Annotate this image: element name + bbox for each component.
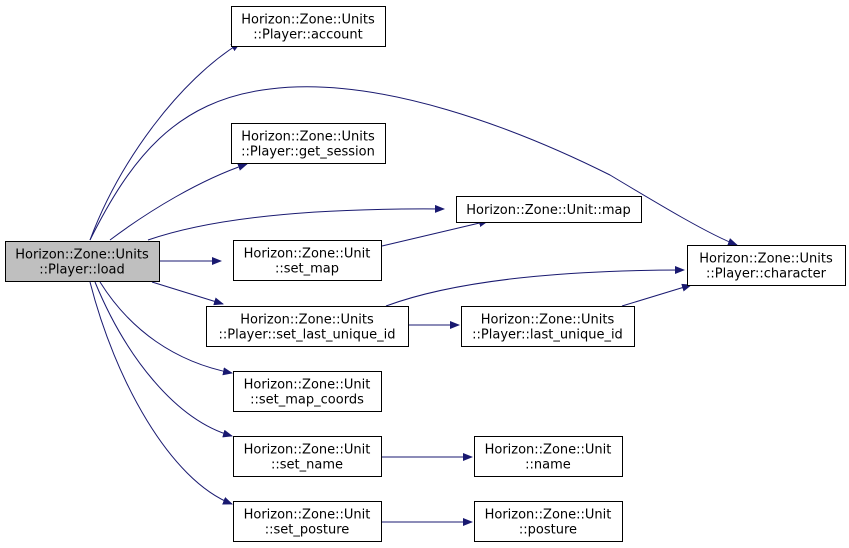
node-set-last-unique[interactable]: Horizon::Zone::Units::Player::set_last_u… xyxy=(206,306,409,347)
node-label-line: ::set_map xyxy=(275,262,339,277)
node-box xyxy=(206,306,409,347)
node-label-line: Horizon::Zone::Unit::map xyxy=(466,203,630,218)
node-box xyxy=(461,306,635,347)
node-label-line: Horizon::Zone::Unit xyxy=(485,508,612,523)
node-box xyxy=(456,196,642,223)
node-last-unique[interactable]: Horizon::Zone::Units::Player::last_uniqu… xyxy=(461,306,635,347)
node-character[interactable]: Horizon::Zone::Units::Player::character xyxy=(687,245,846,286)
node-label-line: Horizon::Zone::Units xyxy=(241,13,375,28)
node-label-line: Horizon::Zone::Unit xyxy=(244,443,371,458)
node-label-line: ::set_map_coords xyxy=(250,393,364,408)
node-get-session[interactable]: Horizon::Zone::Units::Player::get_sessio… xyxy=(231,123,386,164)
node-set-map[interactable]: Horizon::Zone::Unit::set_map xyxy=(233,240,382,281)
node-label-line: ::set_name xyxy=(271,458,343,473)
edge-set_last_unique-to-character xyxy=(385,266,685,307)
node-label-line: ::posture xyxy=(519,523,577,538)
edge-last_unique-to-character xyxy=(621,283,692,307)
node-label-line: Horizon::Zone::Units xyxy=(241,130,375,145)
node-label-line: ::Player::last_unique_id xyxy=(472,328,623,343)
node-posture[interactable]: Horizon::Zone::Unit::posture xyxy=(474,501,623,542)
node-label-line: Horizon::Zone::Unit xyxy=(244,508,371,523)
node-box xyxy=(233,436,382,477)
edge-load-to-character xyxy=(89,86,738,246)
node-set-posture[interactable]: Horizon::Zone::Unit::set_posture xyxy=(233,501,382,542)
edge-load-to-account xyxy=(89,42,241,241)
node-label-line: ::Player::load xyxy=(39,263,125,278)
node-layer: Horizon::Zone::Units::Player::loadHorizo… xyxy=(5,6,846,542)
node-label-line: ::Player::account xyxy=(253,28,363,43)
edge-load-to-get_session xyxy=(109,163,248,241)
edge-load-to-map xyxy=(147,204,445,241)
node-account[interactable]: Horizon::Zone::Units::Player::account xyxy=(231,6,386,47)
node-label-line: Horizon::Zone::Unit xyxy=(244,247,371,262)
node-label-line: ::Player::set_last_unique_id xyxy=(218,328,395,343)
node-load[interactable]: Horizon::Zone::Units::Player::load xyxy=(5,241,160,282)
node-label-line: Horizon::Zone::Units xyxy=(699,252,833,267)
node-set-name[interactable]: Horizon::Zone::Unit::set_name xyxy=(233,436,382,477)
node-label-line: Horizon::Zone::Units xyxy=(481,313,615,328)
node-label-line: ::set_posture xyxy=(265,523,350,538)
node-box xyxy=(233,240,382,281)
node-box xyxy=(474,501,623,542)
node-box xyxy=(5,241,160,282)
node-label-line: Horizon::Zone::Units xyxy=(240,313,374,328)
node-set-map-coords[interactable]: Horizon::Zone::Unit::set_map_coords xyxy=(233,371,382,412)
node-label-line: ::Player::get_session xyxy=(241,145,375,160)
node-label-line: Horizon::Zone::Unit xyxy=(244,378,371,393)
node-label-line: Horizon::Zone::Unit xyxy=(485,443,612,458)
node-name[interactable]: Horizon::Zone::Unit::name xyxy=(474,436,623,477)
edge-load-to-set_posture xyxy=(89,281,233,505)
node-box xyxy=(231,123,386,164)
edge-load-to-set_map_coords xyxy=(99,281,233,376)
node-box xyxy=(233,501,382,542)
edge-load-to-set_last_unique xyxy=(151,281,224,306)
node-label-line: Horizon::Zone::Units xyxy=(15,248,149,263)
node-box xyxy=(231,6,386,47)
node-box xyxy=(687,245,846,286)
edge-set_map-to-map xyxy=(381,219,489,247)
node-box xyxy=(233,371,382,412)
node-map[interactable]: Horizon::Zone::Unit::map xyxy=(456,196,642,223)
node-label-line: ::name xyxy=(525,458,571,473)
node-label-line: ::Player::character xyxy=(706,267,827,282)
edge-load-to-set_name xyxy=(94,281,233,438)
node-box xyxy=(474,436,623,477)
edge-layer xyxy=(89,42,738,526)
